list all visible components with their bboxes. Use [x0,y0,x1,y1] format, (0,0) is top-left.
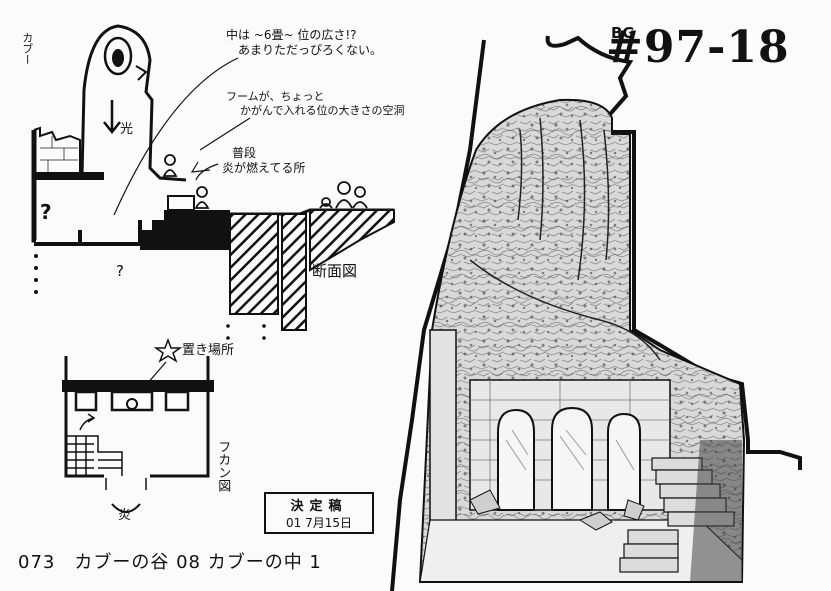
bg-prefix-label: BG [611,24,635,42]
cliff-hatch-2 [281,213,307,331]
note-usual-line2: 炎が燃えてる所 [222,161,306,175]
note-honoo: 炎 [118,508,132,523]
stamp-date: 01 7月15日 [286,516,352,530]
note-okiba: 置き場所 [182,343,235,358]
ruined-wall [33,126,81,176]
kabuu-eye [103,36,133,76]
note-cave-size: フームが、ちょっと かがんで入れる位の大きさの空洞 [226,90,404,118]
cross-section-diagram [31,24,395,340]
cliff-hatch-3 [309,209,395,272]
note-kabuu: カブー [20,32,34,65]
note-usual-fire: 普段 炎が燃えてる所 [222,146,305,176]
cliff-hatch-1 [229,213,279,315]
approval-stamp: 決定稿 01 7月15日 [264,492,374,534]
note-question-2: ? [116,262,124,280]
arched-door-center [551,406,593,511]
arched-door-right [607,412,641,511]
arched-door-left [497,408,535,511]
kabuu-statue-outline [80,24,187,182]
note-interior-line1: 中は ~6畳~ 位の広さ!? [226,28,357,42]
light-arrow [103,100,121,135]
note-cave-line2: かがんで入れる位の大きさの空洞 [240,103,405,117]
note-interior-size: 中は ~6畳~ 位の広さ!? あまりただっぴろくない。 [226,28,382,58]
pedestal-marker [126,398,138,410]
note-interior-line2: あまりただっぴろくない。 [238,43,383,57]
note-usual-line1: 普段 [232,146,257,160]
bg-cut-number: #97-18 [606,22,790,73]
note-hikari: 光 [120,122,134,137]
stamp-title: 決定稿 [290,499,348,514]
note-danmenzu: 断面図 [312,262,358,280]
background-illustration [390,35,802,591]
star-icon [153,337,183,363]
note-question-1: ? [40,200,52,224]
steps [140,210,230,250]
note-cave-line1: フームが、ちょっと [226,90,325,103]
note-fukanzu: フカン図 [215,440,231,492]
scene-caption: 073 カブーの谷 08 カブーの中 1 [18,552,322,573]
plan-view-diagram [62,337,214,513]
